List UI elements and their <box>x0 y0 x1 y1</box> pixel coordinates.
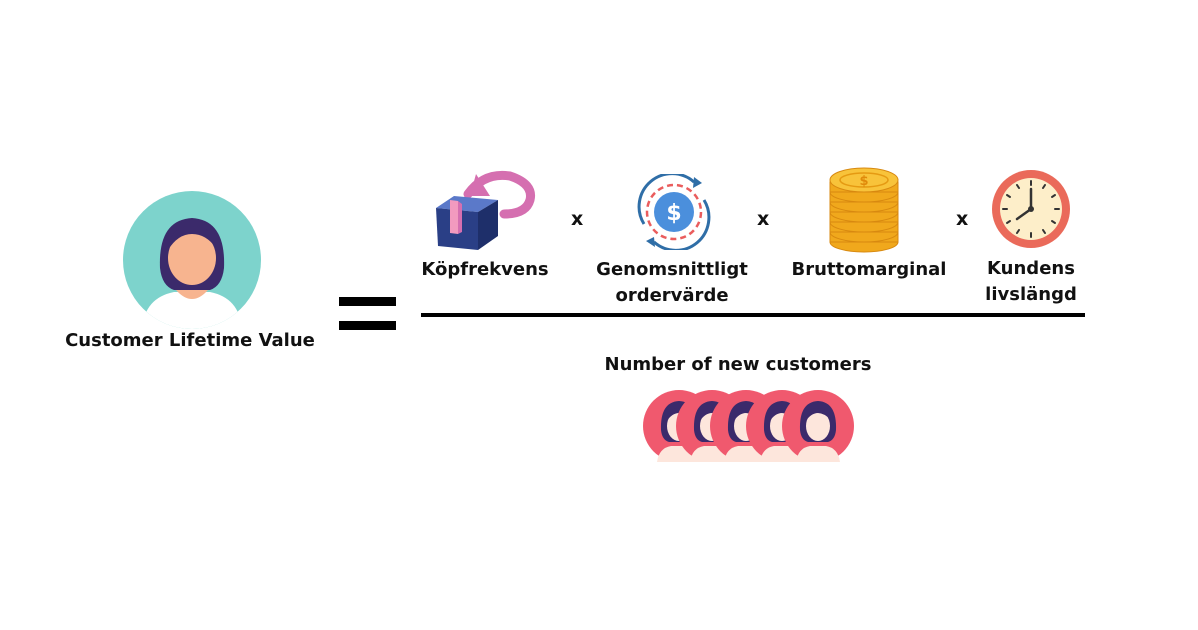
svg-text:$: $ <box>859 174 868 189</box>
customer-lifetime-value-label: Customer Lifetime Value <box>65 330 315 351</box>
svg-text:$: $ <box>666 201 681 226</box>
factor-label-4: Kundens livslängd <box>985 258 1077 305</box>
factor-label-2: Genomsnittligt ordervärde <box>596 259 748 306</box>
dollar-cycle-icon: $ <box>637 174 711 250</box>
multiply-operator-1: x <box>571 208 584 230</box>
equals-sign <box>339 297 396 330</box>
multiply-operator-2: x <box>757 208 770 230</box>
factor-label-3: Bruttomarginal <box>791 259 947 280</box>
customer-group-icon <box>643 390 854 462</box>
multiply-operator-3: x <box>956 208 969 230</box>
package-return-icon <box>436 170 536 250</box>
factor-label-1: Köpfrekvens <box>421 259 549 280</box>
clock-icon <box>992 170 1070 248</box>
fraction-line <box>421 313 1085 317</box>
coin-stack-icon: $ <box>829 167 899 253</box>
customer-avatar-icon <box>123 191 261 329</box>
denominator-label: Number of new customers <box>604 354 872 375</box>
